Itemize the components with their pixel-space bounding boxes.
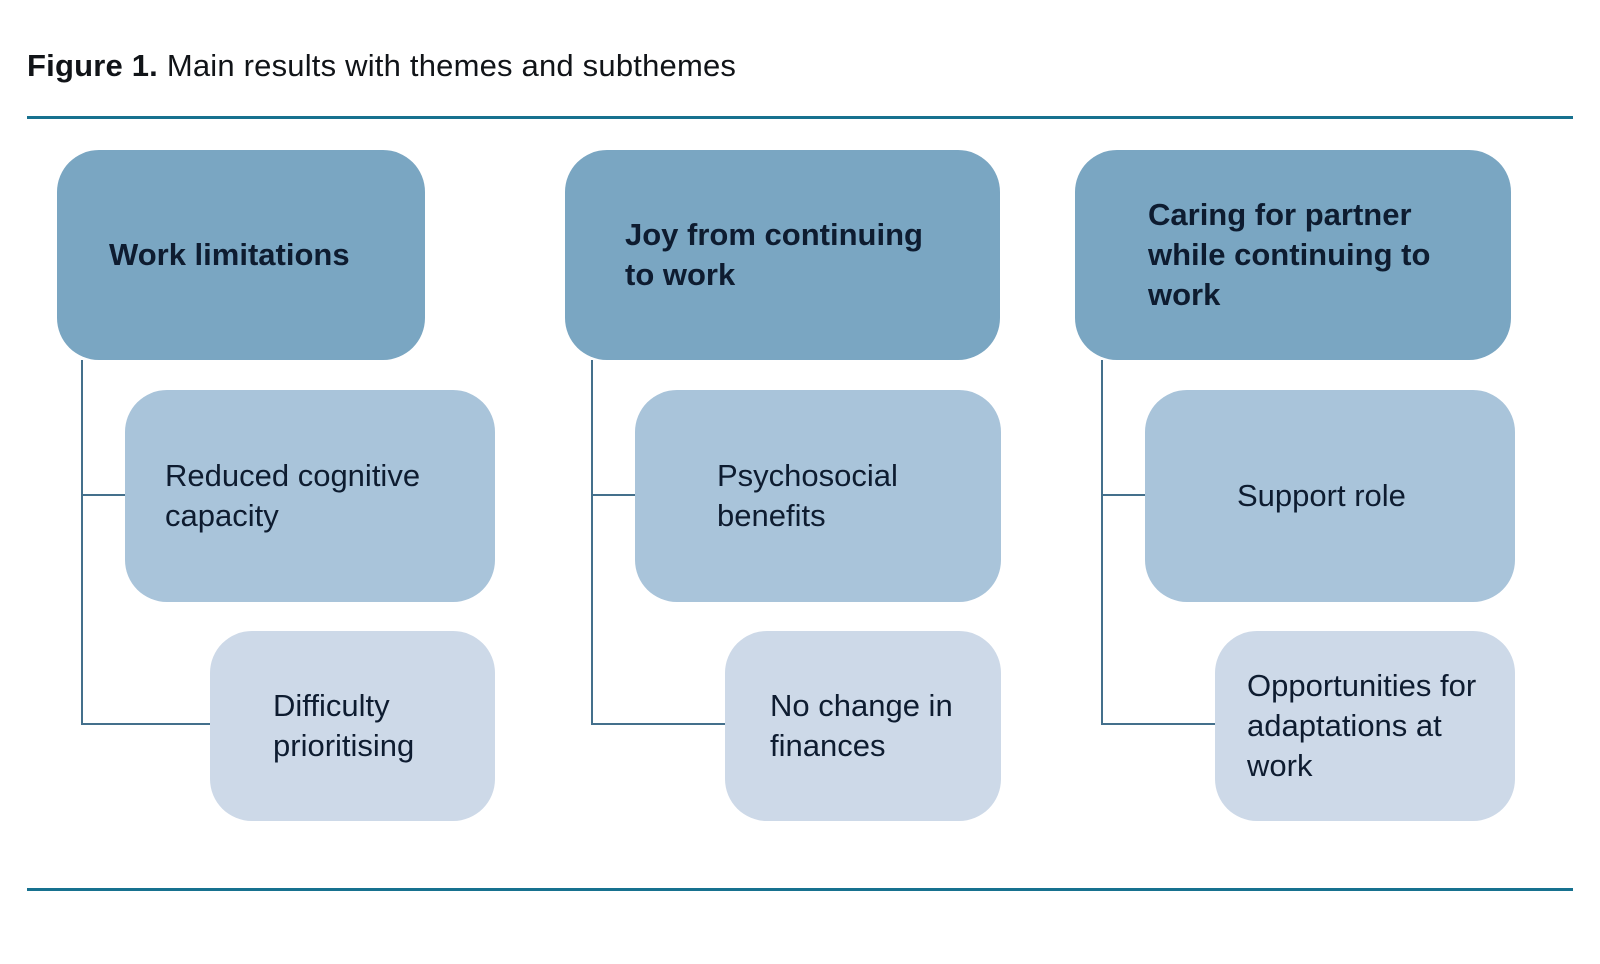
theme-label: Work limitations <box>109 237 350 273</box>
subtheme-box-reduced-cognitive-capacity: Reduced cognitive capacity <box>125 390 495 602</box>
subtheme-label: Difficulty prioritising <box>273 688 415 763</box>
theme-box-joy-from-continuing-to-work: Joy from continuing to work <box>565 150 1000 360</box>
bottom-rule <box>27 888 1573 891</box>
figure-label: Figure 1. <box>27 48 158 83</box>
figure-caption: Figure 1. Main results with themes and s… <box>27 48 736 84</box>
theme-box-work-limitations: Work limitations <box>57 150 425 360</box>
subtheme-label: Psychosocial benefits <box>717 458 898 533</box>
subtheme-label: No change in finances <box>770 688 953 763</box>
subtheme-box-opportunities-for-adaptations: Opportunities for adaptations at work <box>1215 631 1515 821</box>
theme-label: Joy from continuing to work <box>625 217 923 292</box>
connector-vertical-col1 <box>81 360 83 725</box>
connector-horizontal-col3-sub1 <box>1101 494 1145 496</box>
theme-label: Caring for partner while continuing to w… <box>1148 197 1431 312</box>
subtheme-box-difficulty-prioritising: Difficulty prioritising <box>210 631 495 821</box>
subtheme-box-support-role: Support role <box>1145 390 1515 602</box>
connector-horizontal-col2-sub1 <box>591 494 635 496</box>
theme-box-caring-for-partner: Caring for partner while continuing to w… <box>1075 150 1511 360</box>
connector-vertical-col2 <box>591 360 593 725</box>
connector-horizontal-col2-sub2 <box>591 723 725 725</box>
connector-horizontal-col1-sub2 <box>81 723 210 725</box>
figure-title-text: Main results with themes and subthemes <box>158 48 737 83</box>
subtheme-label: Support role <box>1237 478 1406 514</box>
subtheme-label: Reduced cognitive capacity <box>165 458 421 533</box>
subtheme-box-psychosocial-benefits: Psychosocial benefits <box>635 390 1001 602</box>
connector-vertical-col3 <box>1101 360 1103 725</box>
connector-horizontal-col1-sub1 <box>81 494 125 496</box>
subtheme-box-no-change-in-finances: No change in finances <box>725 631 1001 821</box>
subtheme-label: Opportunities for adaptations at work <box>1247 668 1477 783</box>
top-rule <box>27 116 1573 119</box>
connector-horizontal-col3-sub2 <box>1101 723 1215 725</box>
